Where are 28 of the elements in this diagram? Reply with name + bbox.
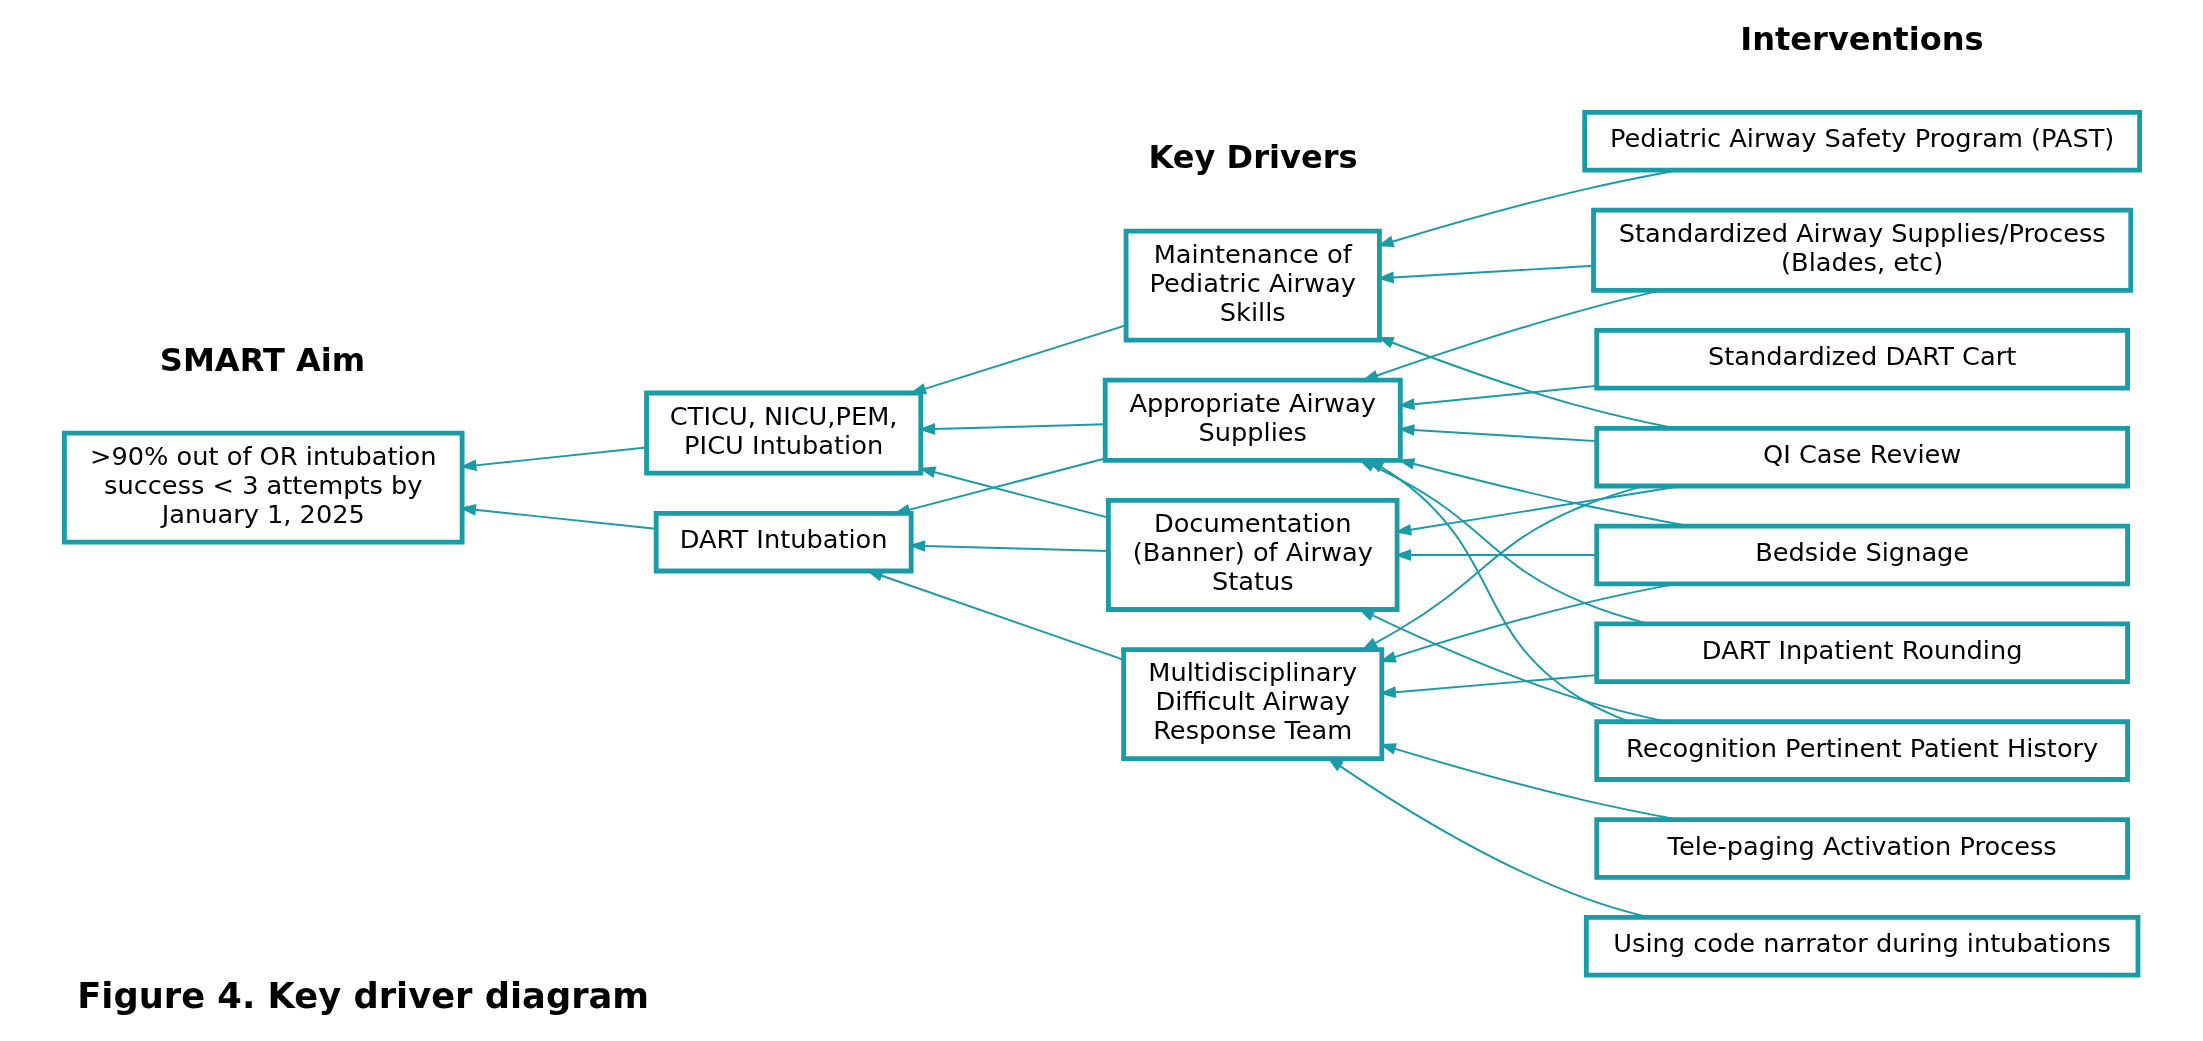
arrow (907, 540, 1109, 552)
arrow (1378, 674, 1597, 698)
node-box: QI Case Review (1593, 425, 2130, 489)
node-box: Documentation (Banner) of Airway Status (1105, 498, 1399, 612)
node-box: Using code narrator during intubations (1583, 915, 2140, 978)
node-box: Recognition Pertinent Patient History (1593, 719, 2130, 782)
node-box: >90% out of OR intubation success < 3 attempts by January 1, 2025 (61, 430, 465, 545)
node-box: Bedside Signage (1593, 523, 2130, 587)
arrow (1394, 485, 1682, 536)
node-box: Standardized Airway Supplies/Process (Blades, etc) (1590, 207, 2133, 293)
node-box: Pediatric Airway Safety Program (PAST) (1581, 109, 2142, 173)
node-box: CTICU, NICU,PEM, PICU Intubation (643, 390, 923, 476)
label: Key Drivers (1148, 138, 1358, 177)
arrow (917, 423, 1106, 435)
node-box: Maintenance of Pediatric Airway Skills (1123, 228, 1382, 343)
node-box: DART Intubation (653, 510, 914, 574)
arrow (458, 504, 656, 530)
arrow (1378, 743, 1678, 821)
node-box: Appropriate Airway Supplies (1102, 377, 1403, 463)
node-box: Standardized DART Cart (1593, 328, 2130, 391)
caption: Figure 4. Key driver diagram (76, 975, 649, 1017)
arrow (1378, 582, 1677, 663)
node-box: Tele-paging Activation Process (1593, 817, 2130, 880)
label: Interventions (1739, 19, 1984, 58)
label: SMART Aim (159, 340, 365, 379)
node-box: DART Inpatient Rounding (1593, 621, 2130, 685)
node-box: Multidisciplinary Difficult Airway Response Team (1120, 647, 1384, 762)
arrow (1393, 549, 1597, 561)
